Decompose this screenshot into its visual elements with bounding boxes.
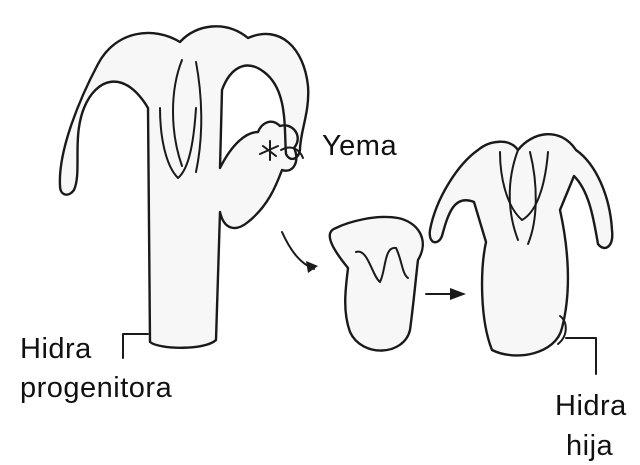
daughter-hydra — [430, 134, 613, 355]
bud-label: Yema — [322, 129, 397, 164]
detached-bud — [330, 217, 423, 351]
parent-label-line1: Hidra — [20, 332, 92, 367]
parent-leader-line — [123, 334, 148, 358]
daughter-label-line1: Hidra — [555, 389, 627, 424]
parent-label-line2: progenitora — [20, 371, 172, 406]
parent-hydra — [60, 26, 308, 347]
daughter-leader-line — [566, 338, 596, 374]
growth-arrow — [426, 288, 466, 300]
budding-arrow — [282, 232, 318, 273]
daughter-label-line2: hija — [566, 429, 613, 464]
